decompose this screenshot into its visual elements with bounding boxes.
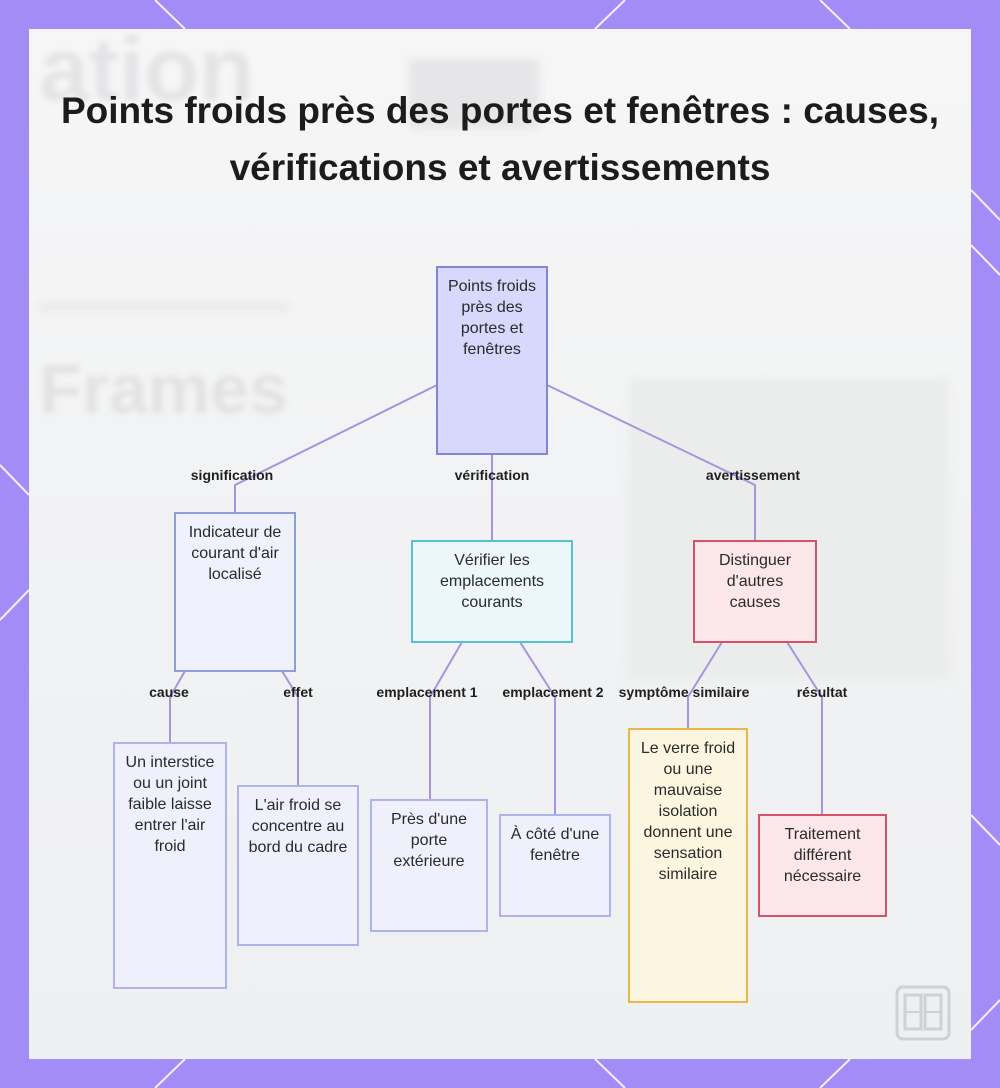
- edge-emplacement-2: [520, 642, 555, 815]
- edge-label-signification: signification: [191, 467, 273, 483]
- node-cold-air-label: L'air froid se concentre au bord du cadr…: [247, 795, 349, 858]
- window-frame-icon: [893, 983, 953, 1043]
- edge-label-effet: effet: [283, 684, 313, 700]
- node-root: Points froids près des portes et fenêtre…: [436, 266, 548, 455]
- edge-label-resultat: résultat: [797, 684, 848, 700]
- node-near-window: À côté d'une fenêtre: [499, 814, 611, 917]
- edge-emplacement-1: [430, 642, 462, 800]
- edge-label-emplacement-1: emplacement 1: [376, 684, 477, 700]
- edge-label-emplacement-2: emplacement 2: [502, 684, 603, 700]
- node-near-window-label: À côté d'une fenêtre: [509, 824, 601, 866]
- node-cold-air: L'air froid se concentre au bord du cadr…: [237, 785, 359, 946]
- edge-label-verification: vérification: [455, 467, 530, 483]
- node-gap: Un interstice ou un joint faible laisse …: [113, 742, 227, 989]
- node-check-label: Vérifier les emplacements courants: [421, 550, 563, 613]
- edge-signification: [235, 385, 437, 513]
- edge-cause: [170, 671, 185, 743]
- node-gap-label: Un interstice ou un joint faible laisse …: [123, 752, 217, 857]
- edge-label-cause: cause: [149, 684, 189, 700]
- node-root-label: Points froids près des portes et fenêtre…: [446, 276, 538, 360]
- node-treatment-label: Traitement différent nécessaire: [768, 824, 877, 887]
- node-check: Vérifier les emplacements courants: [411, 540, 573, 643]
- node-distinguish-label: Distinguer d'autres causes: [703, 550, 807, 613]
- node-near-door-label: Près d'une porte extérieure: [380, 809, 478, 872]
- edge-avertissement: [547, 385, 755, 541]
- node-near-door: Près d'une porte extérieure: [370, 799, 488, 932]
- node-glass: Le verre froid ou une mauvaise isolation…: [628, 728, 748, 1003]
- node-glass-label: Le verre froid ou une mauvaise isolation…: [638, 738, 738, 885]
- node-indicator: Indicateur de courant d'air localisé: [174, 512, 296, 672]
- edge-label-avertissement: avertissement: [706, 467, 800, 483]
- node-distinguish: Distinguer d'autres causes: [693, 540, 817, 643]
- edge-resultat: [787, 642, 822, 815]
- node-treatment: Traitement différent nécessaire: [758, 814, 887, 917]
- node-indicator-label: Indicateur de courant d'air localisé: [184, 522, 286, 585]
- edge-label-symptome: symptôme similaire: [619, 684, 750, 700]
